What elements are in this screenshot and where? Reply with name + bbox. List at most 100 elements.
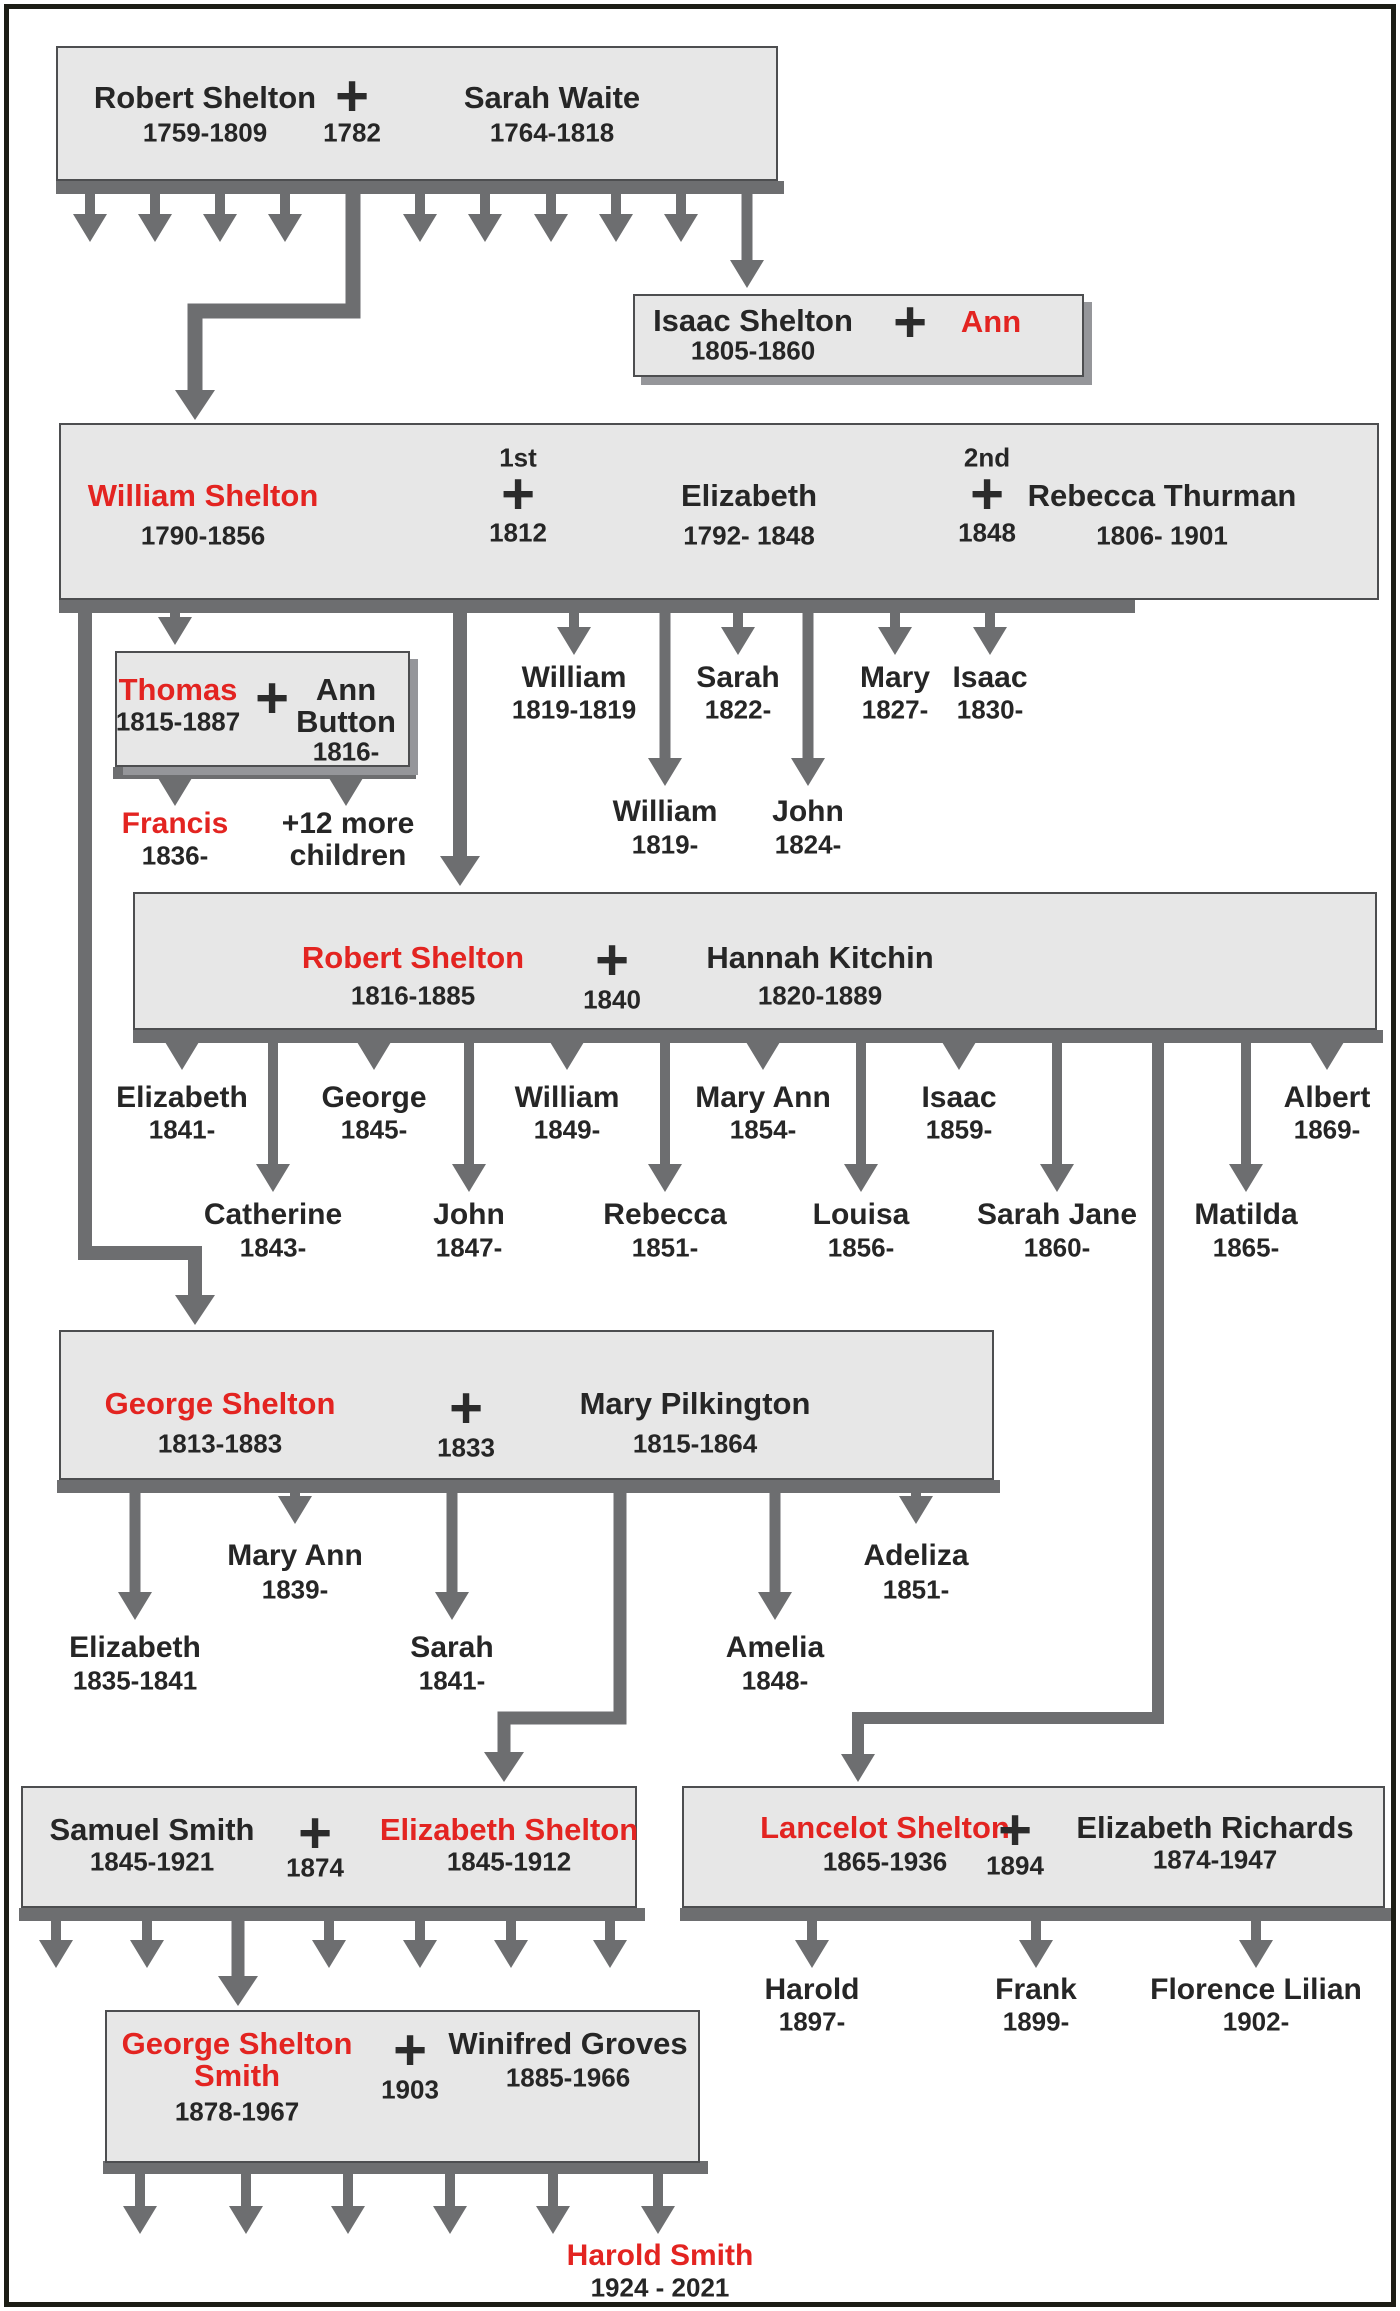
connector-r3-isaac bbox=[942, 1037, 976, 1070]
connector-r3-elizabeth bbox=[165, 1037, 199, 1070]
child-sublabel-harold-smith: 1924 - 2021 bbox=[590, 2272, 730, 2303]
person-years-samuel-elizabeth: 1845-1921 bbox=[89, 1846, 215, 1877]
person-name-thomas-ann-button: Ann bbox=[315, 672, 377, 707]
person-years-isaac-ann: 1805-1860 bbox=[690, 335, 816, 366]
person-name-william-elizabeth-rebecca: Elizabeth bbox=[680, 478, 818, 513]
connector-gss-child-4 bbox=[433, 2174, 467, 2234]
child-sublabel-elizabeth-1841: 1841- bbox=[148, 1114, 216, 1145]
connector-g4-to-elizshelton bbox=[484, 1487, 627, 1782]
child-label-francis-1836: Francis bbox=[121, 807, 229, 840]
child-sublabel-elizabeth-1835-1841: 1835-1841 bbox=[72, 1665, 198, 1696]
marriage-plus-icon-george-mary: + bbox=[449, 1375, 483, 1441]
connector-g1-child-7 bbox=[534, 187, 568, 242]
connector-wm-isaac bbox=[973, 607, 1007, 655]
connector-wm-william1 bbox=[557, 607, 591, 655]
person-years-william-elizabeth-rebecca: 1790-1856 bbox=[140, 520, 266, 551]
connector-r3-matilda bbox=[1229, 1037, 1263, 1192]
family-box-isaac-ann bbox=[633, 294, 1084, 377]
child-label-john-1847: John bbox=[433, 1198, 505, 1231]
connector-wm-william2 bbox=[648, 607, 682, 786]
rail-robert-hannah bbox=[133, 1030, 1383, 1043]
marriage-plus-icon-george-smith-winifred: + bbox=[393, 2017, 427, 2083]
connector-g1-child-6 bbox=[468, 187, 502, 242]
connector-r3-to-lancelot bbox=[841, 1037, 1164, 1782]
connector-g4-amelia bbox=[758, 1487, 792, 1620]
child-label-sarahjane-1860: Sarah Jane bbox=[976, 1198, 1138, 1231]
connector-sm-child-6 bbox=[494, 1921, 528, 1968]
child-sublabel-william-1849: 1849- bbox=[533, 1114, 601, 1145]
child-sublabel-amelia-1848: 1848- bbox=[741, 1665, 809, 1696]
child-sublabel-louisa-1856: 1856- bbox=[827, 1232, 895, 1263]
rail-lancelot-elizabeth bbox=[680, 1908, 1391, 1921]
marriage-year-william-elizabeth-rebecca: 1812 bbox=[489, 517, 547, 548]
connector-g1-child-3 bbox=[203, 187, 237, 242]
family-box-george-smith-winifred bbox=[105, 2010, 700, 2163]
rail-samuel-elizabeth bbox=[19, 1908, 645, 1921]
person-name-lancelot-elizabeth: Elizabeth Richards bbox=[1076, 1810, 1354, 1845]
child-sublabel-isaac-1859: 1859- bbox=[925, 1114, 993, 1145]
connector-wm-to-thomas bbox=[158, 607, 192, 645]
connector-g1-child-4 bbox=[268, 187, 302, 242]
child-sublabel-harold-1897: 1897- bbox=[778, 2006, 846, 2037]
person-name-isaac-ann: Isaac Shelton bbox=[653, 303, 853, 338]
marriage-plus-icon-thomas-ann-button: + bbox=[255, 665, 289, 731]
connector-th-francis bbox=[158, 773, 192, 806]
marriage-year-william-elizabeth-rebecca: 1848 bbox=[958, 517, 1016, 548]
person-name-george-mary: Mary Pilkington bbox=[579, 1386, 811, 1421]
child-label-william-1819: William bbox=[612, 795, 718, 828]
connector-g4-sarah bbox=[435, 1487, 469, 1620]
connector-ln-frank bbox=[1019, 1921, 1053, 1968]
child-label-george-1845: George bbox=[321, 1081, 427, 1114]
connector-gss-child-1 bbox=[123, 2174, 157, 2234]
child-sublabel-albert-1869: 1869- bbox=[1293, 1114, 1361, 1145]
marriage-year-george-mary: 1833 bbox=[437, 1432, 495, 1463]
child-label-maryann-1854: Mary Ann bbox=[695, 1081, 831, 1114]
marriage-year-lancelot-elizabeth: 1894 bbox=[986, 1850, 1044, 1881]
child-label-elizabeth-1835-1841: Elizabeth bbox=[69, 1631, 201, 1664]
connector-gss-to-harold bbox=[641, 2174, 675, 2234]
person-years-robert-sarah: 1759-1809 bbox=[142, 117, 268, 148]
child-sublabel-george-1845: 1845- bbox=[340, 1114, 408, 1145]
person-name-robert-sarah: Sarah Waite bbox=[463, 80, 641, 115]
marriage-year-samuel-elizabeth: 1874 bbox=[286, 1852, 344, 1883]
marriage-plus-icon-robert-hannah: + bbox=[595, 927, 629, 993]
connector-th-more bbox=[329, 773, 363, 806]
child-label-catherine-1843: Catherine bbox=[203, 1198, 343, 1231]
connector-r3-george bbox=[357, 1037, 391, 1070]
connector-wm-john bbox=[791, 607, 825, 786]
connector-g1-child-1 bbox=[73, 187, 107, 242]
child-sublabel-william-1819-1819: 1819-1819 bbox=[511, 694, 637, 725]
child-sublabel-sarah-1822: 1822- bbox=[704, 694, 772, 725]
child-label-amelia-1848: Amelia bbox=[725, 1631, 825, 1664]
child-sublabel-isaac-1830: 1830- bbox=[956, 694, 1024, 725]
marriage-year-robert-hannah: 1840 bbox=[583, 984, 641, 1015]
child-label-louisa-1856: Louisa bbox=[812, 1198, 910, 1231]
child-label-william-1819-1819: William bbox=[521, 661, 627, 694]
family-box-william-elizabeth-rebecca bbox=[59, 423, 1379, 600]
person-name-thomas-ann-button: Thomas bbox=[118, 672, 238, 707]
child-sublabel-john-1847: 1847- bbox=[435, 1232, 503, 1263]
child-label-mary-1827: Mary bbox=[859, 661, 931, 694]
connector-g1-child-8 bbox=[599, 187, 633, 242]
person-years-thomas-ann-button: 1815-1887 bbox=[115, 706, 241, 737]
child-label-isaac-1859: Isaac bbox=[921, 1081, 997, 1114]
family-box-lancelot-elizabeth bbox=[682, 1786, 1385, 1908]
connector-sm-child-7 bbox=[593, 1921, 627, 1968]
connector-sm-child-1 bbox=[39, 1921, 73, 1968]
child-label-maryann-1839: Mary Ann bbox=[227, 1539, 363, 1572]
family-box-samuel-elizabeth bbox=[21, 1786, 637, 1908]
child-sublabel-sarah-1841: 1841- bbox=[418, 1665, 486, 1696]
connector-r3-louisa bbox=[844, 1037, 878, 1192]
connector-sm-child-4 bbox=[312, 1921, 346, 1968]
person-years-lancelot-elizabeth: 1874-1947 bbox=[1152, 1844, 1278, 1875]
child-label-frank-1899: Frank bbox=[995, 1973, 1077, 2006]
child-sublabel-catherine-1843: 1843- bbox=[239, 1232, 307, 1263]
person-years-robert-hannah: 1816-1885 bbox=[350, 980, 476, 1011]
child-sublabel-francis-1836: 1836- bbox=[141, 840, 209, 871]
connector-r3-william bbox=[550, 1037, 584, 1070]
connector-r3-john bbox=[452, 1037, 486, 1192]
connector-r3-albert bbox=[1310, 1037, 1344, 1070]
child-label-albert-1869: Albert bbox=[1283, 1081, 1371, 1114]
person-name-william-elizabeth-rebecca: Rebecca Thurman bbox=[1027, 478, 1297, 513]
child-sublabel-maryann-1854: 1854- bbox=[729, 1114, 797, 1145]
